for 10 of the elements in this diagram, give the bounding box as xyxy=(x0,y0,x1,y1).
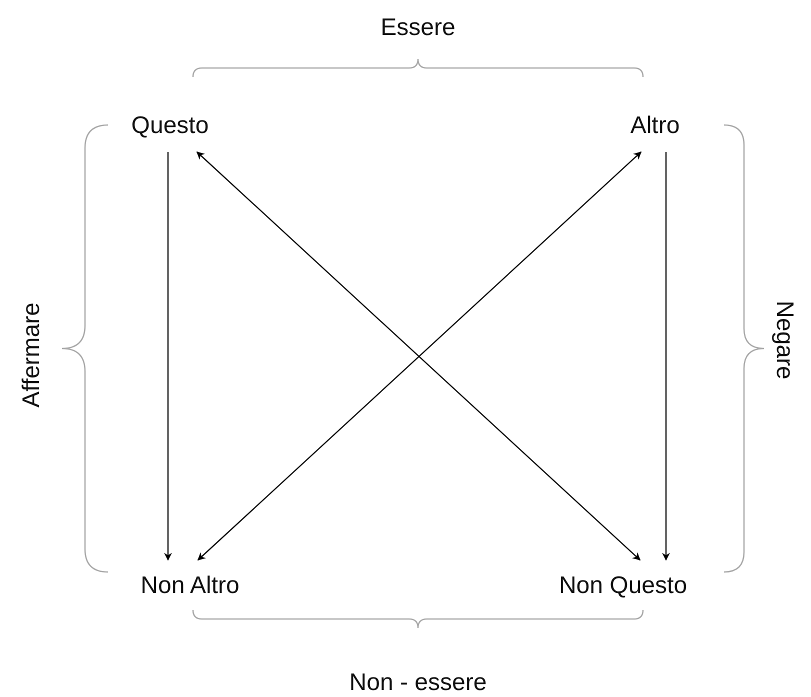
arrow xyxy=(164,152,172,561)
bracket-label: Negare xyxy=(770,300,798,380)
arrow xyxy=(662,152,670,561)
bracket-label: Affermare xyxy=(18,302,46,408)
concept-label: Questo xyxy=(127,100,213,152)
concept-label: Non Altro xyxy=(136,560,244,612)
bracket-label: Essere xyxy=(380,14,456,42)
concept-label: Non Questo xyxy=(554,560,692,612)
bracket-label: Non - essere xyxy=(349,669,487,697)
concept-label: Altro xyxy=(626,100,684,152)
